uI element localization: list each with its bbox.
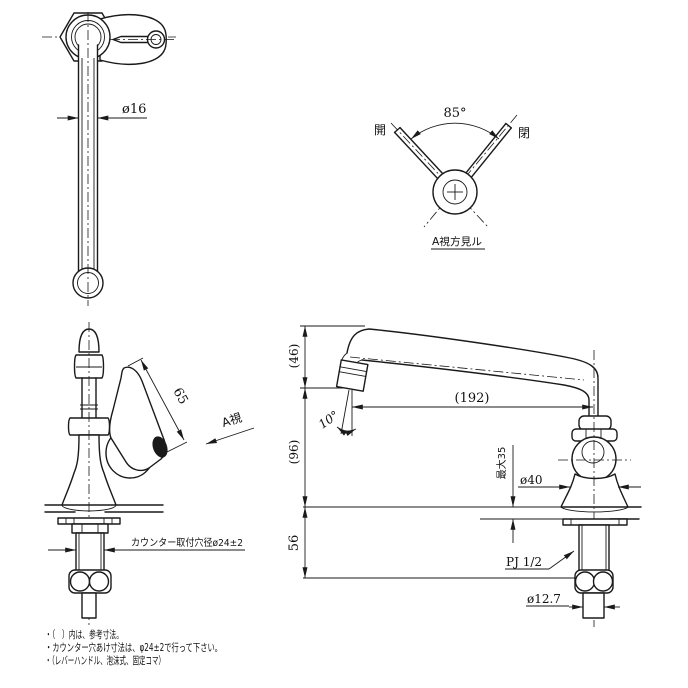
a-direction-view: 85° 開 閉 A視方見ル [374,106,530,250]
dim-65: 65 [169,385,190,407]
inlet-pipe [81,592,97,619]
handle-side [578,415,612,431]
dim-127: ø12.7 [527,592,561,606]
note-2: ・カウンター穴あけ寸法は、φ24±2で行って下さい。 [45,641,222,654]
dim-46: (46) [287,344,301,369]
dim-phi16: ø16 [122,102,146,117]
inlet-pipe-side [582,592,605,619]
a-view-arrow-label: A視 [220,409,244,430]
hex-nut [71,523,109,534]
threaded-shank [75,532,105,572]
thread-label: PJ 1/2 [506,555,542,569]
threaded-shank-side [578,524,610,572]
washer-side [562,518,628,526]
label-close: 閉 [518,126,530,140]
dim-96: (96) [287,440,301,465]
dim-85deg: 85° [443,106,466,121]
top-view: ø16 [42,12,176,306]
label-open: 開 [374,123,386,137]
notes: ・（ ）内は、参考寸法。 ・カウンター穴あけ寸法は、φ24±2で行って下さい。 … [45,628,222,667]
dim-56: 56 [287,535,302,552]
washer [57,517,121,525]
note-1: ・（ ）内は、参考寸法。 [45,628,123,641]
handle-end-cap [152,436,168,458]
front-view: 65 A視 カウンター取付穴径ø24±2 [44,322,255,625]
a-view-caption: A視方見ル [432,235,482,248]
counter-hole-label: カウンター取付穴径ø24±2 [131,536,243,549]
dim-40: ø40 [520,473,543,487]
dim-192: (192) [455,391,490,406]
side-view: (46) (96) 56 (192) 10° 最大35 ø40 PJ 1/2 ø… [287,325,642,627]
dim-max35: 最大35 [495,447,508,480]
aerator [335,359,369,392]
note-3: ・（レバーハンドル、泡沫式、固定コマ） [45,654,165,667]
